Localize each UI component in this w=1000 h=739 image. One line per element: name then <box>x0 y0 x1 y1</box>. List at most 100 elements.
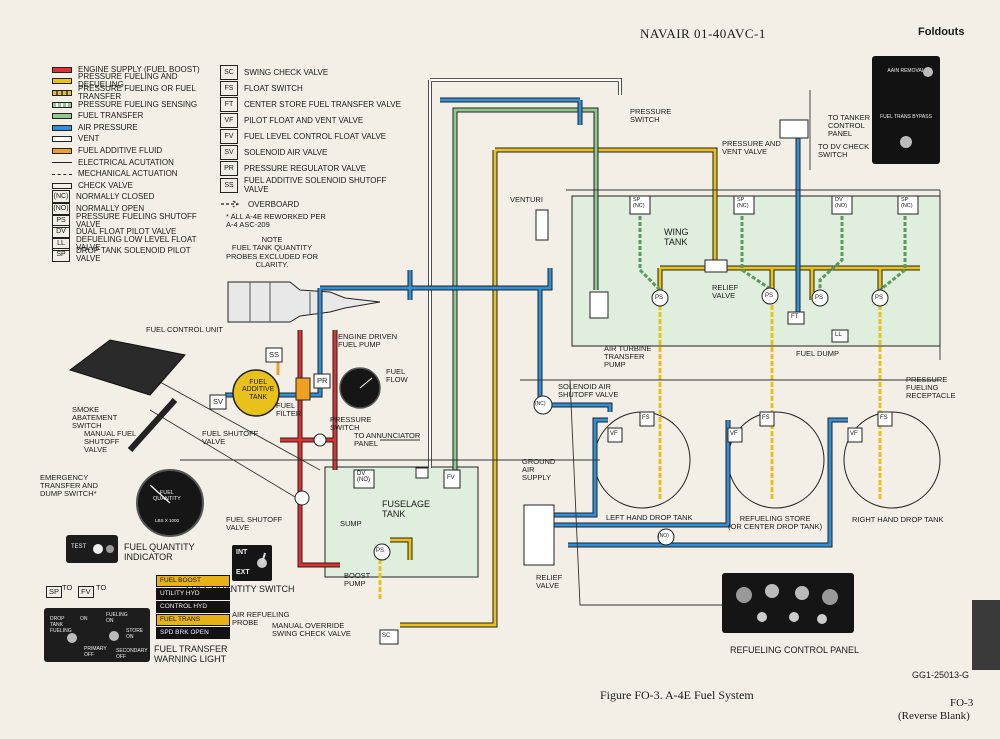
figure-caption: Figure FO-3. A-4E Fuel System <box>600 688 754 702</box>
label-emergency-transfer: EMERGENCY TRANSFER AND DUMP SWITCH* <box>40 473 98 498</box>
line-legend: ENGINE SUPPLY (FUEL BOOST)PRESSURE FUELI… <box>52 64 214 263</box>
switch-off1-label: PRIMARY OFF <box>84 646 107 658</box>
switch-on-label: ON <box>80 616 88 622</box>
legend-code: PS <box>52 213 70 228</box>
switch-drop-label: DROP TANK FUELING <box>50 616 72 634</box>
label-ground-air-supply: GROUND AIR SUPPLY <box>522 457 556 482</box>
legend-row: VENT <box>52 134 214 146</box>
code-pr: PR <box>317 376 328 385</box>
legend-label: NORMALLY OPEN <box>76 203 145 213</box>
label-fuel-flow: FUEL FLOW <box>386 367 408 384</box>
code-vf-2: VF <box>730 431 738 437</box>
label-fuel-shutoff-valve-1: FUEL SHUTOFF VALVE <box>202 429 259 446</box>
legend-label: PRESSURE FUELING AND DEFUELING <box>78 72 178 90</box>
label-fuel-quantity-indicator: FUEL QUANTITY INDICATOR <box>124 542 195 562</box>
test-button-label: TEST <box>71 544 87 550</box>
overboard-icon <box>221 200 240 208</box>
fv-box-label: FV <box>78 586 94 598</box>
abbreviation-row: PR PRESSURE REGULATOR VALVE <box>220 160 405 176</box>
abbreviation-label: CENTER STORE FUEL TRANSFER VALVE <box>244 99 401 109</box>
abbreviation-label: SOLENOID AIR VALVE <box>244 147 328 157</box>
code-fv: FV <box>447 475 455 481</box>
label-smoke-switch: SMOKE ABATEMENT SWITCH <box>72 405 118 430</box>
legend-code: DV <box>52 225 70 240</box>
warning-light: SPD BRK OPEN <box>156 627 230 639</box>
abbreviation-code: FV <box>220 128 238 144</box>
gauge-scale: LBS X 1000 <box>155 518 180 523</box>
warning-light: FUEL TRANS <box>156 614 230 626</box>
code-dv-wing: DV (NO) <box>835 197 847 209</box>
abbreviation-code: FS <box>220 80 238 96</box>
wing-tank <box>571 195 941 347</box>
legend-swatch <box>52 136 72 143</box>
code-ft: FT <box>791 314 799 320</box>
refueling-control-panel <box>722 573 854 633</box>
fuel-filter <box>295 377 311 401</box>
legend-label: MECHANICAL ACTUATION <box>78 169 178 179</box>
warning-light: UTILITY HYD <box>156 588 230 600</box>
footnote: * ALL A-4E REWORKED PER A-4 ASC-209 <box>226 212 326 230</box>
label-pressure-receptacle: PRESSURE FUELING RECEPTACLE <box>906 375 956 400</box>
legend-label: CHECK VALVE <box>78 180 133 190</box>
drawing-number: GG1-25013-G <box>912 670 970 680</box>
label-fuel-additive-tank: FUEL ADDITIVE TANK <box>242 379 275 401</box>
label-fuel-shutoff-valve-2: FUEL SHUTOFF VALVE <box>226 515 283 532</box>
label-pressure-switch-annunciator: PRESSURE SWITCH <box>330 415 372 432</box>
tanker-label-1: AAIN REMOVAL <box>887 68 925 74</box>
legend-swatch <box>52 66 72 73</box>
abbreviation-code: SS <box>220 177 238 193</box>
abbreviation-code: FT <box>220 96 238 112</box>
code-dv-fuselage: DV (NO) <box>357 471 370 484</box>
code-fs-2: FS <box>762 415 770 421</box>
code-ps-1: PS <box>655 295 664 301</box>
refueling-store <box>727 411 825 509</box>
test-button-icons <box>93 544 114 554</box>
page-number: FO-3 <box>950 697 974 709</box>
label-manual-fuel-shutoff: MANUAL FUEL SHUTOFF VALVE <box>84 429 137 454</box>
abbreviation-row: FT CENTER STORE FUEL TRANSFER VALVE <box>220 96 405 112</box>
fuel-additive-tank <box>232 369 280 417</box>
code-ss: SS <box>269 350 280 359</box>
legend-swatch <box>52 78 72 85</box>
legend-swatch <box>52 124 72 131</box>
toggle-switch-icon <box>257 552 267 568</box>
ps-valves <box>294 287 889 561</box>
legend-label: ENGINE SUPPLY (FUEL BOOST) <box>78 64 200 74</box>
label-pressure-switch-top: PRESSURE SWITCH <box>630 107 672 124</box>
label-relief-valve-wing: RELIEF VALVE <box>712 283 739 300</box>
label-fuel-filter: FUEL FILTER <box>276 401 302 418</box>
code-fs-3: FS <box>880 415 888 421</box>
label-wing-tank: WING TANK <box>664 227 689 247</box>
label-to-tanker-panel: TO TANKER CONTROL PANEL <box>828 113 871 138</box>
abbreviation-label: PRESSURE REGULATOR VALVE <box>244 163 367 173</box>
code-nc-solenoid: (NC) <box>535 401 546 407</box>
code-fs-1: FS <box>642 415 650 421</box>
label-lh-drop-tank: LEFT HAND DROP TANK <box>606 513 693 522</box>
code-sp-1: SP (NC) <box>633 197 645 209</box>
note: NOTE FUEL TANK QUANTITY PROBES EXCLUDED … <box>225 235 319 269</box>
label-to-dv-check: TO DV CHECK SWITCH <box>818 142 870 159</box>
code-ps-3: PS <box>815 295 824 301</box>
code-vf-1: VF <box>610 431 618 437</box>
label-sump: SUMP <box>340 519 362 528</box>
legend-row: FUEL ADDITIVE FLUID <box>52 145 214 157</box>
label-pressure-vent-valve: PRESSURE AND VENT VALVE <box>722 139 781 156</box>
foldout-tab-marker <box>972 600 1000 670</box>
ext-label: EXT <box>236 569 250 576</box>
label-rh-drop-tank: RIGHT HAND DROP TANK <box>852 515 944 524</box>
legend-row: AIR PRESSURE <box>52 122 214 134</box>
overboard-legend-row: OVERBOARD <box>220 196 405 212</box>
legend-code: (NC) <box>52 190 70 205</box>
abbreviation-label: FUEL LEVEL CONTROL FLOAT VALVE <box>244 131 387 141</box>
label-relief-valve-lower: RELIEF VALVE <box>536 573 563 590</box>
label-to-annunciator: TO ANNUNCIATOR PANEL <box>354 431 421 448</box>
label-refueling-panel: REFUELING CONTROL PANEL <box>730 645 860 655</box>
legend-row: PRESSURE FUELING SENSING <box>52 99 214 111</box>
abbreviation-row: FV FUEL LEVEL CONTROL FLOAT VALVE <box>220 128 405 144</box>
abbreviation-code: PR <box>220 160 238 176</box>
label-boost-pump: BOOST PUMP <box>344 571 371 588</box>
